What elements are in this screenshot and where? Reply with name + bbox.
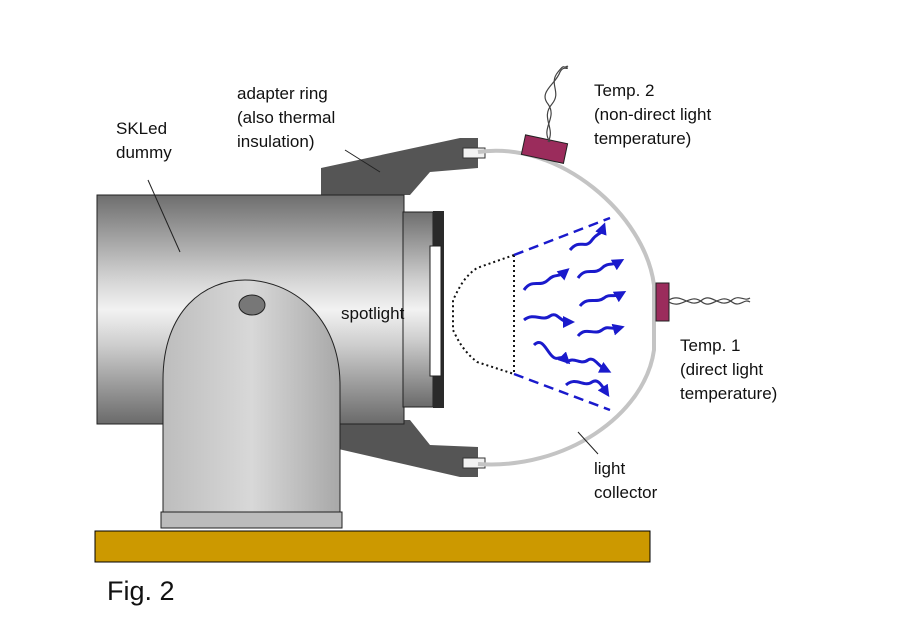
light-wave-arrow xyxy=(523,313,575,328)
light-wave-arrow xyxy=(564,379,610,397)
dummy-stand-base xyxy=(160,511,343,529)
label-spotlight: spotlight xyxy=(341,304,405,323)
adapter-leader-line xyxy=(344,149,381,173)
light-wave-arrows xyxy=(522,222,627,397)
label-temp1-line1: Temp. 1 xyxy=(680,336,740,355)
light-source-outline xyxy=(452,254,515,375)
temp2-wire-twist xyxy=(544,65,568,143)
stand-knob xyxy=(238,294,266,316)
light-wave-arrow xyxy=(578,291,627,308)
label-temp1-line2: (direct light xyxy=(680,360,763,379)
spotlight-lens xyxy=(429,245,442,377)
collector-leader-line xyxy=(577,431,599,455)
label-adapter-line2: (also thermal xyxy=(237,108,335,127)
dummy-stand xyxy=(162,279,341,515)
adapter-ring-bottom xyxy=(321,420,478,477)
temp2-sensor xyxy=(520,134,569,164)
label-temp2-line2: (non-direct light xyxy=(594,105,711,124)
light-collector xyxy=(477,148,656,467)
label-collector-line2: collector xyxy=(594,483,658,502)
light-wave-arrow xyxy=(576,259,625,279)
light-wave-arrow xyxy=(568,222,607,252)
figure-caption: Fig. 2 xyxy=(107,576,175,606)
base-plate xyxy=(94,530,651,563)
label-temp2-line1: Temp. 2 xyxy=(594,81,654,100)
label-temp2-line3: temperature) xyxy=(594,129,691,148)
label-collector-line1: light xyxy=(594,459,625,478)
adapter-ring-top xyxy=(321,138,478,195)
label-adapter-line3: insulation) xyxy=(237,132,315,151)
beam-upper-ray xyxy=(513,216,611,257)
temp1-wire-twist xyxy=(668,298,751,305)
label-adapter-line1: adapter ring xyxy=(237,84,328,103)
light-wave-arrow xyxy=(522,268,570,291)
light-wave-arrow xyxy=(532,341,571,365)
beam-lower-ray xyxy=(513,372,611,412)
spotlight-collar xyxy=(402,211,434,408)
temp1-wire xyxy=(668,297,751,304)
temp1-sensor xyxy=(655,282,670,322)
light-wave-arrow xyxy=(564,357,612,373)
light-wave-arrow xyxy=(576,323,625,338)
label-dummy-line2: dummy xyxy=(116,143,172,162)
label-dummy-line1: SKLed xyxy=(116,119,167,138)
dummy-leader-line xyxy=(147,179,181,253)
label-temp1-line3: temperature) xyxy=(680,384,777,403)
